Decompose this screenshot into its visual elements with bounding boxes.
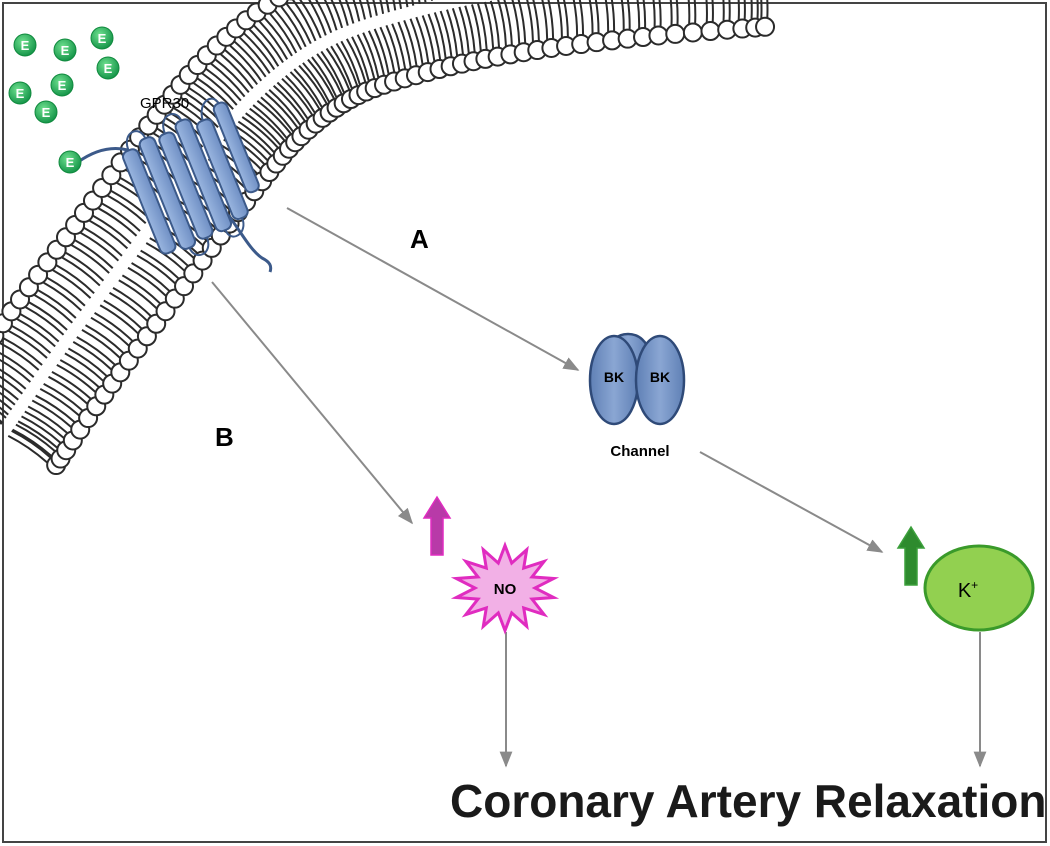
k-increase-arrow-icon [896,525,926,586]
pathway-a-label: A [410,224,429,254]
estrogen-ligand-label: E [42,105,51,120]
estrogen-ligand [96,56,120,80]
potassium-label: K+ [958,578,978,602]
bk-subunit-left-label: BK [604,369,624,385]
no-label: NO [494,581,517,598]
arrow-bk-to-k [699,451,884,553]
estrogen-ligand-label: E [61,43,70,58]
receptor-label: GPR30 [140,95,189,112]
bk-subunit-right-label: BK [650,369,670,385]
arrow-gpr30-to-bk [286,207,580,371]
pathway-b-label: B [215,422,234,452]
estrogen-ligand-label: E [104,61,113,76]
estrogen-ligand-label: E [58,78,67,93]
estrogen-ligand [34,100,58,124]
estrogen-ligand-label: E [98,31,107,46]
estrogen-ligand [8,81,32,105]
bk-channel [588,332,686,426]
estrogen-ligand [50,73,74,97]
arrow-gpr30-to-no [211,281,414,525]
estrogen-ligand-label: E [21,38,30,53]
gpr30-receptor [77,97,273,273]
no-increase-arrow-icon [422,495,452,556]
estrogen-ligand [53,38,77,62]
estrogen-ligand [13,33,37,57]
estrogen-ligand-label: E [16,86,25,101]
estrogen-ligand-label: E [66,155,75,170]
estrogen-ligand [58,150,82,174]
channel-label: Channel [610,443,669,460]
estrogen-ligand [90,26,114,50]
potassium-ion [923,544,1035,632]
outcome-label: Coronary Artery Relaxation [450,775,1046,827]
no-starburst [450,541,560,635]
no-starburst-shape [450,541,560,635]
